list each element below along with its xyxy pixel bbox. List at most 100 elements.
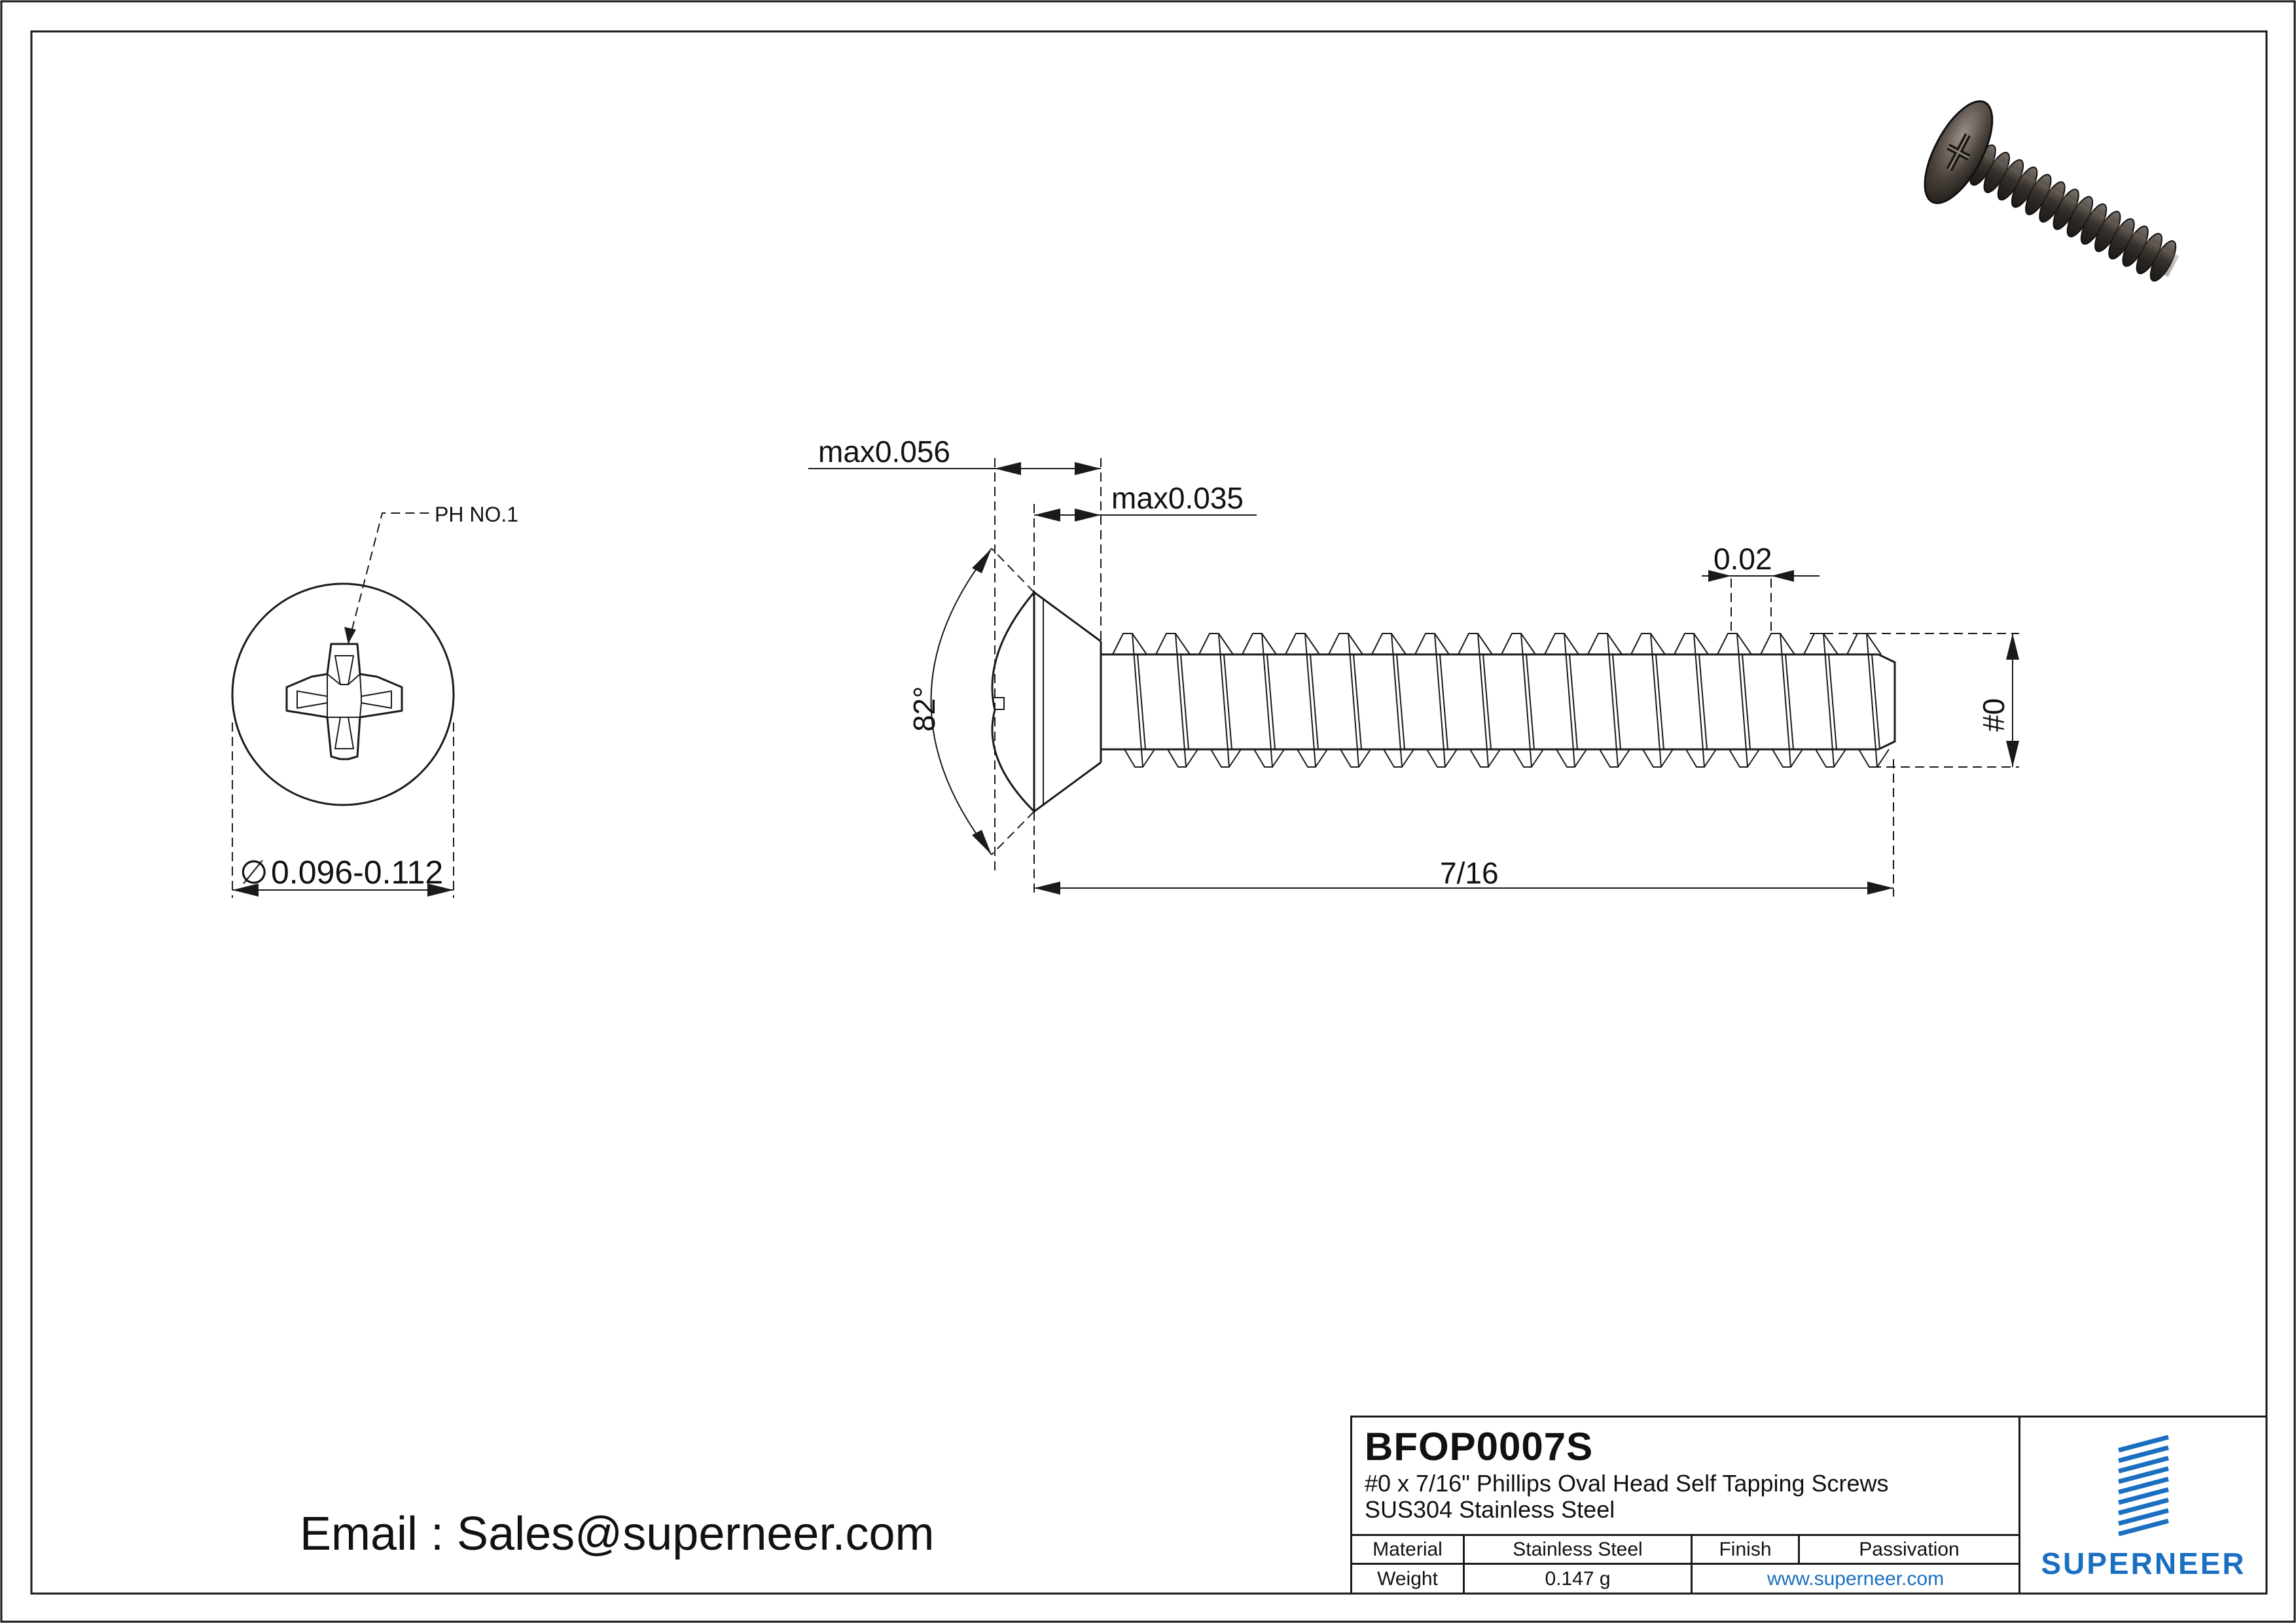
thread-crest-top [1544, 633, 1579, 655]
thread-flank [1304, 633, 1316, 768]
thread-flank [1434, 633, 1446, 768]
thread-flank [1736, 633, 1748, 768]
thread-root [1742, 654, 1751, 750]
side-view-dimensions: max0.056 max0.035 82° 0.02 #0 7/16 [808, 435, 2019, 897]
title-block: BFOP0007S #0 x 7/16" Phillips Oval Head … [1350, 1416, 2267, 1594]
head-angle-dim: 82° [907, 686, 941, 732]
thread-root [1223, 654, 1232, 750]
thread-crest-bottom [1556, 749, 1587, 768]
thread-crest-bottom [1210, 749, 1242, 768]
thread-crest-top [1112, 633, 1147, 655]
material-label: Material [1372, 1538, 1443, 1560]
thread-root [1698, 654, 1708, 750]
thread-flank [1477, 633, 1489, 768]
drive-callout-text: PH NO.1 [435, 503, 518, 526]
thread-crest-top [1760, 633, 1795, 655]
thread-flank [1520, 633, 1532, 768]
thread-crest-top [1587, 633, 1623, 655]
screw-3d-render [1924, 100, 2179, 282]
logo-stripe [2118, 1497, 2169, 1516]
drive-leader [348, 512, 432, 645]
thread-root [1180, 654, 1189, 750]
thread-crest-bottom [1815, 749, 1846, 768]
logo-stripe [2118, 1445, 2169, 1463]
thread-crest-bottom [1426, 749, 1458, 768]
thread-crest-bottom [1729, 749, 1760, 768]
thread-root [1439, 654, 1448, 750]
render-shank [1971, 151, 2179, 277]
oval-head [991, 592, 1035, 813]
title-block-info: BFOP0007S #0 x 7/16" Phillips Oval Head … [1352, 1418, 2020, 1594]
thread-root [1266, 654, 1276, 750]
screw-side-view [991, 591, 1896, 813]
thread-crest-bottom [1858, 749, 1890, 768]
thread-root [1310, 654, 1319, 750]
screw-size-dim: #0 [1977, 698, 2011, 732]
logo-stripe [2118, 1518, 2169, 1537]
thread-crest-bottom [1772, 749, 1803, 768]
thread-crest-top [1198, 633, 1234, 655]
company-logo: SUPERNEER [2020, 1418, 2267, 1594]
thread-root [1785, 654, 1794, 750]
thread-crest-top [1371, 633, 1407, 655]
inner-border [30, 30, 2268, 1595]
logo-stripe [2118, 1487, 2169, 1505]
table-row: Weight 0.147 g www.superneer.com [1352, 1565, 2018, 1594]
thread-root [1482, 654, 1492, 750]
thread-crest-top [1285, 633, 1320, 655]
thread-root [1612, 654, 1621, 750]
thread-flank [1607, 633, 1619, 768]
table-row: Material Stainless Steel Finish Passivat… [1352, 1536, 2018, 1565]
logo-stripe [2118, 1508, 2169, 1526]
thread-crest-bottom [1297, 749, 1328, 768]
thread-root [1137, 654, 1146, 750]
thread-flank [1780, 633, 1791, 768]
thread-crest-bottom [1383, 749, 1414, 768]
thread-root [1828, 654, 1837, 750]
head-diameter-value: 0.096-0.112 [271, 854, 443, 891]
logo-stripe [2118, 1476, 2169, 1495]
thread-root [1353, 654, 1362, 750]
logo-stripe [2118, 1435, 2169, 1453]
weight-value: 0.147 g [1463, 1565, 1691, 1594]
thread-crest-bottom [1253, 749, 1285, 768]
thread-crest-bottom [1685, 749, 1717, 768]
thread-crest-top [1630, 633, 1666, 655]
thread-flank [1348, 633, 1359, 768]
logo-stripe [2118, 1466, 2169, 1484]
logo-text: SUPERNEER [2041, 1546, 2246, 1580]
thread-crest-bottom [1124, 749, 1155, 768]
website-link[interactable]: www.superneer.com [1691, 1565, 2018, 1594]
thread-crest-top [1242, 633, 1277, 655]
thread-crest-bottom [1167, 749, 1198, 768]
thread-crest-top [1501, 633, 1536, 655]
head-edge-dim: max0.035 [1111, 481, 1244, 515]
head-height-dim: max0.056 [818, 435, 950, 469]
finish-value: Passivation [1798, 1536, 2018, 1563]
thread-flank [1866, 633, 1878, 768]
thread-crest-top [1155, 633, 1191, 655]
thread-root [1655, 654, 1664, 750]
part-number: BFOP0007S [1365, 1425, 1594, 1469]
thread-root [1569, 654, 1578, 750]
thread-crest-bottom [1340, 749, 1371, 768]
properties-table: Material Stainless Steel Finish Passivat… [1352, 1534, 2018, 1594]
thread-flank [1823, 633, 1835, 768]
thread-crest-top [1414, 633, 1450, 655]
head-top-view: PH NO.1 ∅ 0.096-0.112 [231, 503, 518, 898]
contact-email: Email : Sales@superneer.com [300, 1508, 935, 1560]
thread-crest-top [1674, 633, 1709, 655]
part-material-line: SUS304 Stainless Steel [1365, 1496, 1615, 1523]
thread-flank [1650, 633, 1662, 768]
thread-crest-bottom [1513, 749, 1544, 768]
thread-crest-bottom [1469, 749, 1501, 768]
thread-root [1396, 654, 1405, 750]
length-dim: 7/16 [1440, 856, 1499, 890]
thread-flank [1564, 633, 1575, 768]
thread-crest-bottom [1642, 749, 1674, 768]
phillips-recess [285, 643, 403, 760]
thread-flank [1261, 633, 1273, 768]
thread-flank [1218, 633, 1230, 768]
thread-crest-top [1328, 633, 1363, 655]
